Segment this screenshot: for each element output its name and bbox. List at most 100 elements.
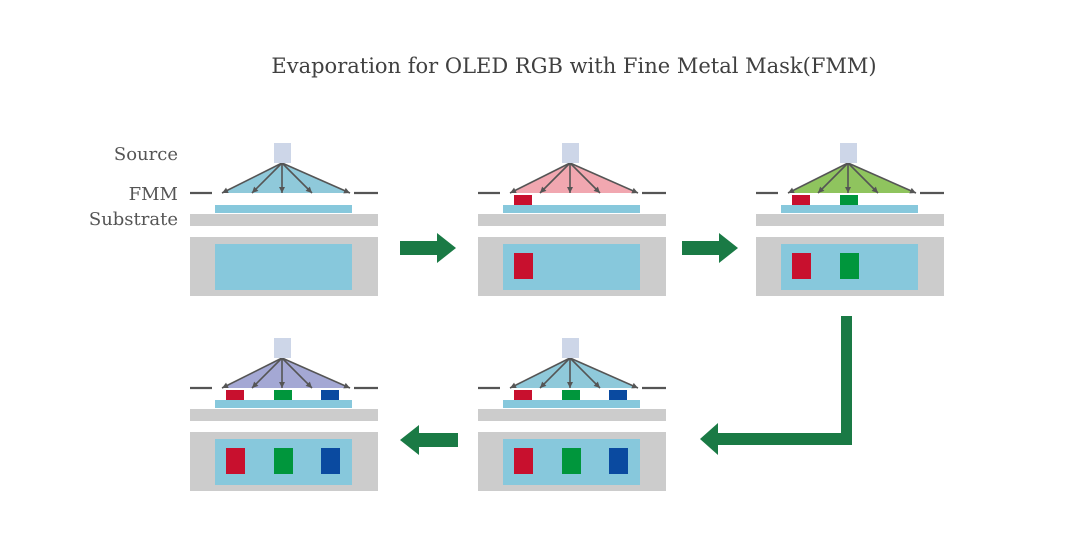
ray-arrowhead (222, 382, 229, 388)
step-3-panel (756, 143, 944, 296)
page-title: Evaporation for OLED RGB with Fine Metal… (271, 54, 876, 78)
evaporation-ray (569, 357, 639, 389)
substrate-bar (478, 214, 666, 226)
ray-arrowhead (818, 186, 825, 193)
red-subpixel-side (226, 390, 244, 400)
evaporation-ray (569, 162, 639, 194)
flow-arrow-4-to-5 (400, 425, 458, 455)
blue-subpixel (321, 448, 340, 474)
substrate-bar (190, 214, 378, 226)
substrate-label: Substrate (89, 209, 178, 230)
step-1-panel (190, 143, 378, 296)
green-subpixel (274, 448, 293, 474)
ray-arrowhead (510, 187, 517, 193)
substrate-layer (503, 400, 640, 408)
substrate-bar (478, 409, 666, 421)
evaporation-ray (281, 357, 313, 389)
ray-arrowhead (631, 382, 638, 389)
evaporation-ray (569, 357, 601, 389)
red-subpixel (514, 448, 533, 474)
ray-arrowhead (343, 382, 350, 389)
red-subpixel (792, 253, 811, 279)
flow-arrow-2-to-3 (682, 233, 738, 263)
ray-arrowhead (593, 186, 600, 193)
evaporation-ray (847, 162, 879, 194)
green-subpixel-side (274, 390, 292, 400)
ray-arrowhead (305, 186, 312, 193)
evaporation-rays (509, 357, 639, 389)
substrate-layer (215, 400, 352, 408)
evaporation-ray (251, 357, 283, 389)
ray-arrowhead (252, 381, 259, 388)
step-4-panel (190, 338, 378, 491)
evaporation-ray (787, 162, 849, 194)
red-subpixel-side (514, 390, 532, 400)
ray-arrowhead (871, 186, 878, 193)
red-subpixel (514, 253, 533, 279)
spray-cone (510, 358, 638, 388)
ray-arrowhead (567, 382, 573, 388)
flow-arrow-1-to-2 (400, 233, 456, 263)
flow-arrow-3-to-4 (700, 316, 852, 455)
blue-subpixel-side (609, 390, 627, 400)
ray-arrowheads (222, 381, 350, 389)
ray-arrowhead (510, 382, 517, 388)
evaporation-source (562, 338, 579, 358)
evaporation-source (274, 143, 291, 163)
evaporation-ray (539, 162, 571, 194)
ray-arrowhead (343, 187, 350, 194)
ray-arrowhead (593, 381, 600, 388)
ray-arrowhead (222, 187, 229, 193)
source-label: Source (114, 144, 178, 165)
spray-cone (222, 358, 350, 388)
ray-arrowhead (305, 381, 312, 388)
evaporation-source (274, 338, 291, 358)
evaporation-ray (221, 162, 283, 194)
ray-arrowhead (845, 187, 851, 193)
substrate-bar (190, 409, 378, 421)
ray-arrowheads (510, 381, 638, 389)
evaporation-ray (817, 162, 849, 194)
panel-blue-area (215, 244, 352, 290)
ray-arrowhead (279, 187, 285, 193)
ray-arrowhead (279, 382, 285, 388)
ray-arrowhead (540, 186, 547, 193)
ray-arrowhead (631, 187, 638, 194)
substrate-bar (756, 214, 944, 226)
green-subpixel-side (562, 390, 580, 400)
evaporation-source (562, 143, 579, 163)
evaporation-rays (221, 162, 351, 194)
ray-arrowhead (252, 186, 259, 193)
evaporation-ray (539, 357, 571, 389)
red-subpixel (226, 448, 245, 474)
process-steps (190, 143, 944, 491)
evaporation-ray (281, 162, 351, 194)
spray-cone (788, 163, 916, 193)
ray-arrowheads (222, 186, 350, 194)
evaporation-ray (847, 162, 917, 194)
red-subpixel-side (792, 195, 810, 205)
ray-arrowhead (567, 187, 573, 193)
ray-arrowhead (788, 187, 795, 193)
evaporation-rays (787, 162, 917, 194)
green-subpixel-side (840, 195, 858, 205)
evaporation-ray (509, 357, 571, 389)
red-subpixel-side (514, 195, 532, 205)
green-subpixel (840, 253, 859, 279)
spray-cone (510, 163, 638, 193)
step-2-panel (478, 143, 666, 296)
evaporation-ray (509, 162, 571, 194)
ray-arrowheads (788, 186, 916, 194)
evaporation-ray (251, 162, 283, 194)
ray-arrowhead (540, 381, 547, 388)
substrate-layer (781, 205, 918, 213)
evaporation-ray (569, 162, 601, 194)
fmm-label: FMM (129, 184, 178, 205)
blue-subpixel (609, 448, 628, 474)
evaporation-source (840, 143, 857, 163)
blue-subpixel-side (321, 390, 339, 400)
evaporation-rays (221, 357, 351, 389)
evaporation-ray (281, 357, 351, 389)
flow-arrows (400, 233, 852, 455)
